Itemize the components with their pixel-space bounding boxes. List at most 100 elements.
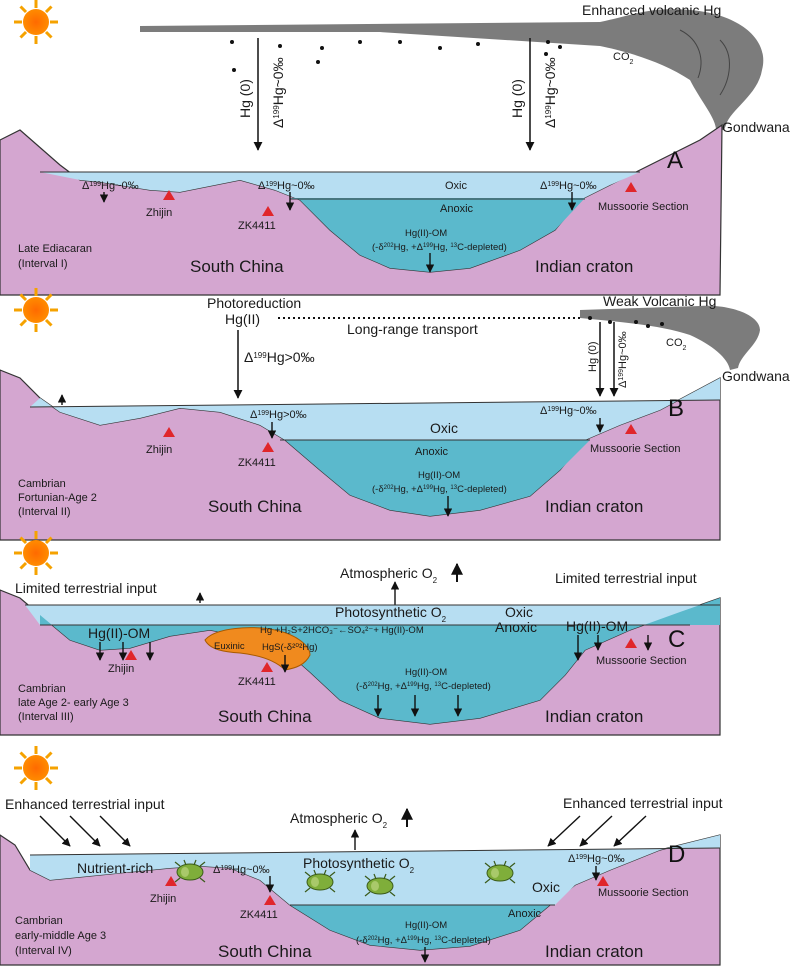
indian-craton-label: Indian craton xyxy=(545,707,643,726)
zk4411-label: ZK4411 xyxy=(238,220,276,232)
interval-line1: Cambrian xyxy=(18,478,66,490)
interval-line2: late Age 2- early Age 3 xyxy=(18,697,129,709)
panel-b: Weak Volcanic Hg CO2 Gondwana Photoreduc… xyxy=(0,286,790,541)
terrestrial-input-right: Limited terrestrial input xyxy=(555,570,697,586)
mussoorie-label: Mussoorie Section xyxy=(596,655,687,667)
photoreduction-label: Photoreduction xyxy=(207,295,301,311)
sun-icon xyxy=(12,744,60,792)
d199-positive-label: Δ199Hg>0‰ xyxy=(244,349,315,365)
terrestrial-input-left: Limited terrestrial input xyxy=(15,580,157,596)
atmospheric-o2-label: Atmospheric O2 xyxy=(290,810,388,830)
zk4411-marker xyxy=(264,895,276,905)
hg0-label-left: Hg (0) xyxy=(237,79,253,118)
anoxic-label: Anoxic xyxy=(508,908,542,920)
anoxic-label: Anoxic xyxy=(440,203,474,215)
hg-om-label: Hg(II)-OM xyxy=(405,667,447,678)
interval-line2: early-middle Age 3 xyxy=(15,930,106,942)
atmospheric-o2-label: Atmospheric O2 xyxy=(340,565,438,585)
hg-om-label: Hg(II)-OM xyxy=(405,228,447,239)
zhijin-label: Zhijin xyxy=(146,207,172,219)
indian-craton-label: Indian craton xyxy=(545,497,643,516)
mussoorie-label: Mussoorie Section xyxy=(598,201,689,213)
panel-letter-d: D xyxy=(668,841,685,868)
mussoorie-marker xyxy=(597,876,609,886)
zk4411-marker xyxy=(262,206,274,216)
zk4411-label: ZK4411 xyxy=(238,457,276,469)
mussoorie-marker xyxy=(625,424,637,434)
d199-label-left: Δ199Hg~0‰ xyxy=(270,57,286,128)
hg-om-detail: (-δ202Hg, +Δ199Hg, 13C-depleted) xyxy=(356,935,491,946)
d199-label-right: Δ199Hg~0‰ xyxy=(542,57,558,128)
mussoorie-marker xyxy=(625,182,637,192)
hgii-label: Hg(II) xyxy=(225,311,260,327)
co2-label: CO2 xyxy=(613,51,634,66)
south-china-label: South China xyxy=(218,707,312,726)
gondwana-label: Gondwana xyxy=(722,119,790,135)
panel-letter-c: C xyxy=(668,626,685,653)
hg-om-label: Hg(II)-OM xyxy=(418,470,460,481)
interval-line1: Cambrian xyxy=(15,915,63,927)
anoxic-water-c xyxy=(40,598,720,724)
terrestrial-input-right: Enhanced terrestrial input xyxy=(563,795,723,811)
zk4411-label: ZK4411 xyxy=(240,909,278,921)
hg0-label: Hg (0) xyxy=(587,341,599,372)
anoxic-label: Anoxic xyxy=(415,446,449,458)
anoxic-water-a xyxy=(290,198,585,272)
sun-icon xyxy=(12,529,60,577)
volcanic-plume xyxy=(140,9,764,130)
anoxic-water-b xyxy=(280,440,590,516)
hg-om-right: Hg(II)-OM xyxy=(566,618,628,634)
zhijin-label: Zhijin xyxy=(146,444,172,456)
panel-letter-a: A xyxy=(667,147,683,174)
zk4411-marker xyxy=(261,662,273,672)
volcanic-hg-label: Weak Volcanic Hg xyxy=(603,293,716,309)
oxic-label: Oxic xyxy=(532,879,560,895)
interval-line1: Cambrian xyxy=(18,683,66,695)
zhijin-label: Zhijin xyxy=(108,663,134,675)
zhijin-marker xyxy=(165,876,177,886)
zhijin-marker xyxy=(125,650,137,660)
south-china-label: South China xyxy=(208,497,302,516)
hgs-label: HgS(-δ²⁰²Hg) xyxy=(262,642,318,653)
hg-deposition-dots xyxy=(230,40,562,72)
panel-c: Limited terrestrial input Limited terres… xyxy=(0,529,721,736)
mussoorie-marker xyxy=(625,638,637,648)
co2-label: CO2 xyxy=(666,337,687,352)
zhijin-marker xyxy=(163,190,175,200)
mussoorie-label: Mussoorie Section xyxy=(590,443,681,455)
interval-line3: (Interval II) xyxy=(18,506,71,518)
oxic-water-c xyxy=(25,605,720,625)
zk4411-marker xyxy=(262,442,274,452)
oxic-water-a xyxy=(40,172,640,200)
oxic-water-b xyxy=(30,378,720,440)
gondwana-label: Gondwana xyxy=(722,368,790,384)
south-china-label: South China xyxy=(190,257,284,276)
terrestrial-input-left: Enhanced terrestrial input xyxy=(5,796,165,812)
oxic-water-d xyxy=(30,835,720,905)
oxic-label: Oxic xyxy=(445,180,468,192)
euxinic-zone xyxy=(204,627,311,671)
hg-om-detail: (-δ202Hg, +Δ199Hg, 13C-depleted) xyxy=(372,484,507,495)
mussoorie-label: Mussoorie Section xyxy=(598,887,689,899)
panel-d: Enhanced terrestrial input Enhanced terr… xyxy=(0,744,723,966)
zk4411-label: ZK4411 xyxy=(238,676,276,688)
panel-letter-b: B xyxy=(668,395,684,422)
zhijin-label: Zhijin xyxy=(150,893,176,905)
euxinic-label: Euxinic xyxy=(214,641,245,652)
volcanic-hg-label: Enhanced volcanic Hg xyxy=(582,2,721,18)
long-range-label: Long-range transport xyxy=(347,321,478,337)
indian-craton-label: Indian craton xyxy=(535,257,633,276)
nutrient-rich-label: Nutrient-rich xyxy=(77,860,153,876)
reaction-label: Hg +H₂S+2HCO₃⁻←SO₄²⁻+ Hg(II)-OM xyxy=(260,625,424,636)
anoxic-label: Anoxic xyxy=(495,619,537,635)
hg-om-detail: (-δ202Hg, +Δ199Hg, 13C-depleted) xyxy=(356,681,491,692)
interval-line3: (Interval III) xyxy=(18,711,74,723)
interval-line2: Fortunian-Age 2 xyxy=(18,492,97,504)
zhijin-marker xyxy=(163,427,175,437)
hg0-label-right: Hg (0) xyxy=(509,79,525,118)
interval-line2: (Interval I) xyxy=(18,258,68,270)
photosynthetic-o2: Photosynthetic O2 xyxy=(303,855,415,875)
d199-label: Δ199Hg~0‰ xyxy=(617,331,629,388)
sun-icon xyxy=(12,0,60,46)
